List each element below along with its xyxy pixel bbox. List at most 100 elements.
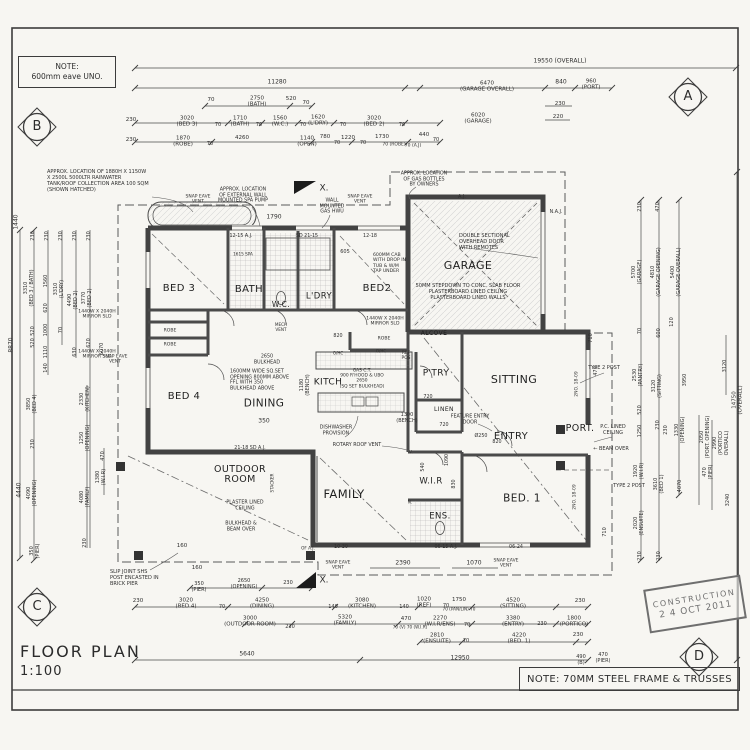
leader-lines — [149, 186, 613, 571]
dim: 1730 — [375, 133, 389, 140]
dimension-lines — [19, 67, 738, 661]
dim: 1920 (W.I.R) — [633, 462, 645, 480]
room-entry: ENTRY — [493, 430, 529, 442]
dim: 2990 (PORTICO OVERALL) — [712, 430, 730, 456]
dim: 3770 (BED 2) — [81, 288, 93, 308]
room-sitting: SITTING — [490, 373, 538, 387]
note-garage-door: DOUBLE SECTIONAL OVERHEAD DOOR WITH REMO… — [459, 233, 510, 251]
dim-overall-bottom: 12950 — [450, 654, 470, 662]
dim: 470 (PIER) — [595, 652, 611, 664]
dim: 230 — [30, 439, 37, 449]
dim: 1440 — [12, 214, 20, 230]
posts — [116, 425, 565, 560]
dim: 70 (ROBE) — [382, 142, 406, 148]
dim: 220 — [552, 113, 564, 120]
dim: 70 — [299, 122, 307, 129]
dim: 230 — [125, 136, 137, 143]
eave-note-title: NOTE: — [55, 62, 79, 72]
dim: 1110 — [43, 345, 50, 359]
dim: 600 — [656, 328, 663, 338]
dim: 230 — [656, 551, 663, 561]
dim: 160 — [176, 542, 188, 549]
dim: 70 — [302, 99, 310, 106]
code-stacker: STACKER — [269, 473, 275, 493]
windows — [145, 212, 591, 548]
note-kitchen: GAS C.T. 900 R'HOOD & UBO 2650 (SQ SET B… — [339, 368, 385, 390]
room-family: FAMILY — [323, 486, 365, 501]
note-sqset-opening: 1600MM WIDE SQ.SET OPENING 800MM ABOVE F… — [230, 369, 289, 392]
dim: 70 — [206, 141, 214, 148]
room-wc: W.C. — [271, 300, 291, 310]
dim: 230 — [283, 580, 293, 587]
dim: 230 — [574, 597, 586, 604]
dim: 70 (V) 70 (W.I.R) — [392, 624, 428, 630]
note-bulkhead-beam: BULKHEAD & BEAM OVER — [225, 521, 257, 532]
note-slip-joint: SLIP JOINT SHS POST ENCASTED IN BRICK PI… — [110, 569, 159, 587]
dim: 3000 (OUTDOOR ROOM) — [224, 615, 276, 628]
dim: 4520 (SITTING) — [499, 597, 527, 610]
dim: 230 — [637, 551, 644, 561]
dim: 70 — [462, 638, 470, 645]
dim: 4250 (DINING) — [249, 597, 275, 610]
note-mech-vent: MECH VENT — [274, 322, 288, 332]
note-pc-lined-ceiling: P.C. LINED CEILING — [600, 424, 626, 436]
dim: 6020 (GARAGE) — [464, 112, 492, 125]
dim: 1330 (OPENING) — [674, 416, 686, 444]
dim: 230 — [44, 231, 51, 241]
dim: 230 — [537, 621, 547, 628]
grid-marker-b: B — [32, 118, 42, 134]
floor-finishes — [230, 201, 540, 543]
dim: 1250 (OPENING) — [79, 424, 91, 452]
dim: 4220 (BED. 1) — [507, 632, 531, 645]
dim: 70 (PAN/LIN) 70 — [442, 606, 476, 612]
dim: 440 — [418, 131, 430, 138]
dim: 470 (PIER) — [702, 464, 714, 480]
code: SD 21-15 — [295, 234, 319, 240]
note-roof-vent: ROTARY ROOF VENT — [332, 443, 382, 449]
dim: 780 — [319, 133, 331, 140]
drawing-scale: 1:100 — [20, 664, 63, 679]
dim: 620 — [43, 303, 50, 313]
note-plaster-ceiling: PLASTER LINED CEILING — [226, 500, 264, 511]
robe-label: ROBE — [163, 342, 177, 348]
dim: 70 — [359, 140, 367, 147]
room-bed3: BED 3 — [162, 282, 196, 294]
code: 06-24 — [509, 545, 523, 551]
section-markers — [294, 181, 316, 588]
dim: 5320 (FAMILY) — [333, 614, 357, 627]
dim: 230 — [86, 231, 93, 241]
dim: 630 — [72, 347, 79, 357]
robe-label: ROBE — [163, 328, 177, 334]
dim: 70 — [398, 122, 406, 129]
dim: 3610 (BED 1) — [653, 474, 665, 494]
dim: 350 — [258, 417, 270, 425]
room-bath: BATH — [234, 283, 264, 295]
dim: 230 — [125, 116, 137, 123]
dim: 1220 — [341, 134, 355, 141]
room-port: PORT. — [565, 423, 595, 435]
dim: 70 — [463, 622, 471, 629]
code: N.A.J. — [549, 210, 563, 216]
dim: 720 — [423, 395, 433, 401]
room-bed2: BED2 — [362, 282, 392, 294]
dim: 3020 (BED 2) — [363, 115, 385, 128]
dim: 140 — [328, 604, 338, 611]
dim: 230 — [72, 231, 79, 241]
door-arcs — [207, 309, 513, 473]
dim: 1180 (BENCH) — [299, 374, 311, 396]
dim: 4810 (GARAGE OPENING) — [650, 247, 662, 297]
dim: 520 — [30, 338, 37, 348]
code: 12-15 A.J. — [229, 234, 253, 240]
room-wir: W.I.R — [419, 476, 443, 487]
note-bulkhead: 2650 BULKHEAD — [253, 354, 281, 365]
room-ldry: L'DRY — [305, 291, 333, 302]
dim: 70 — [637, 327, 644, 335]
dim: 8870 — [7, 337, 15, 353]
drawing-title: FLOOR PLAN — [20, 642, 141, 661]
dim: 70 — [432, 137, 440, 144]
dim: 1560 — [43, 274, 50, 288]
dim: 470 — [593, 366, 600, 376]
dim: 960 (PORT) — [581, 78, 601, 91]
dim: 70 — [58, 326, 65, 334]
